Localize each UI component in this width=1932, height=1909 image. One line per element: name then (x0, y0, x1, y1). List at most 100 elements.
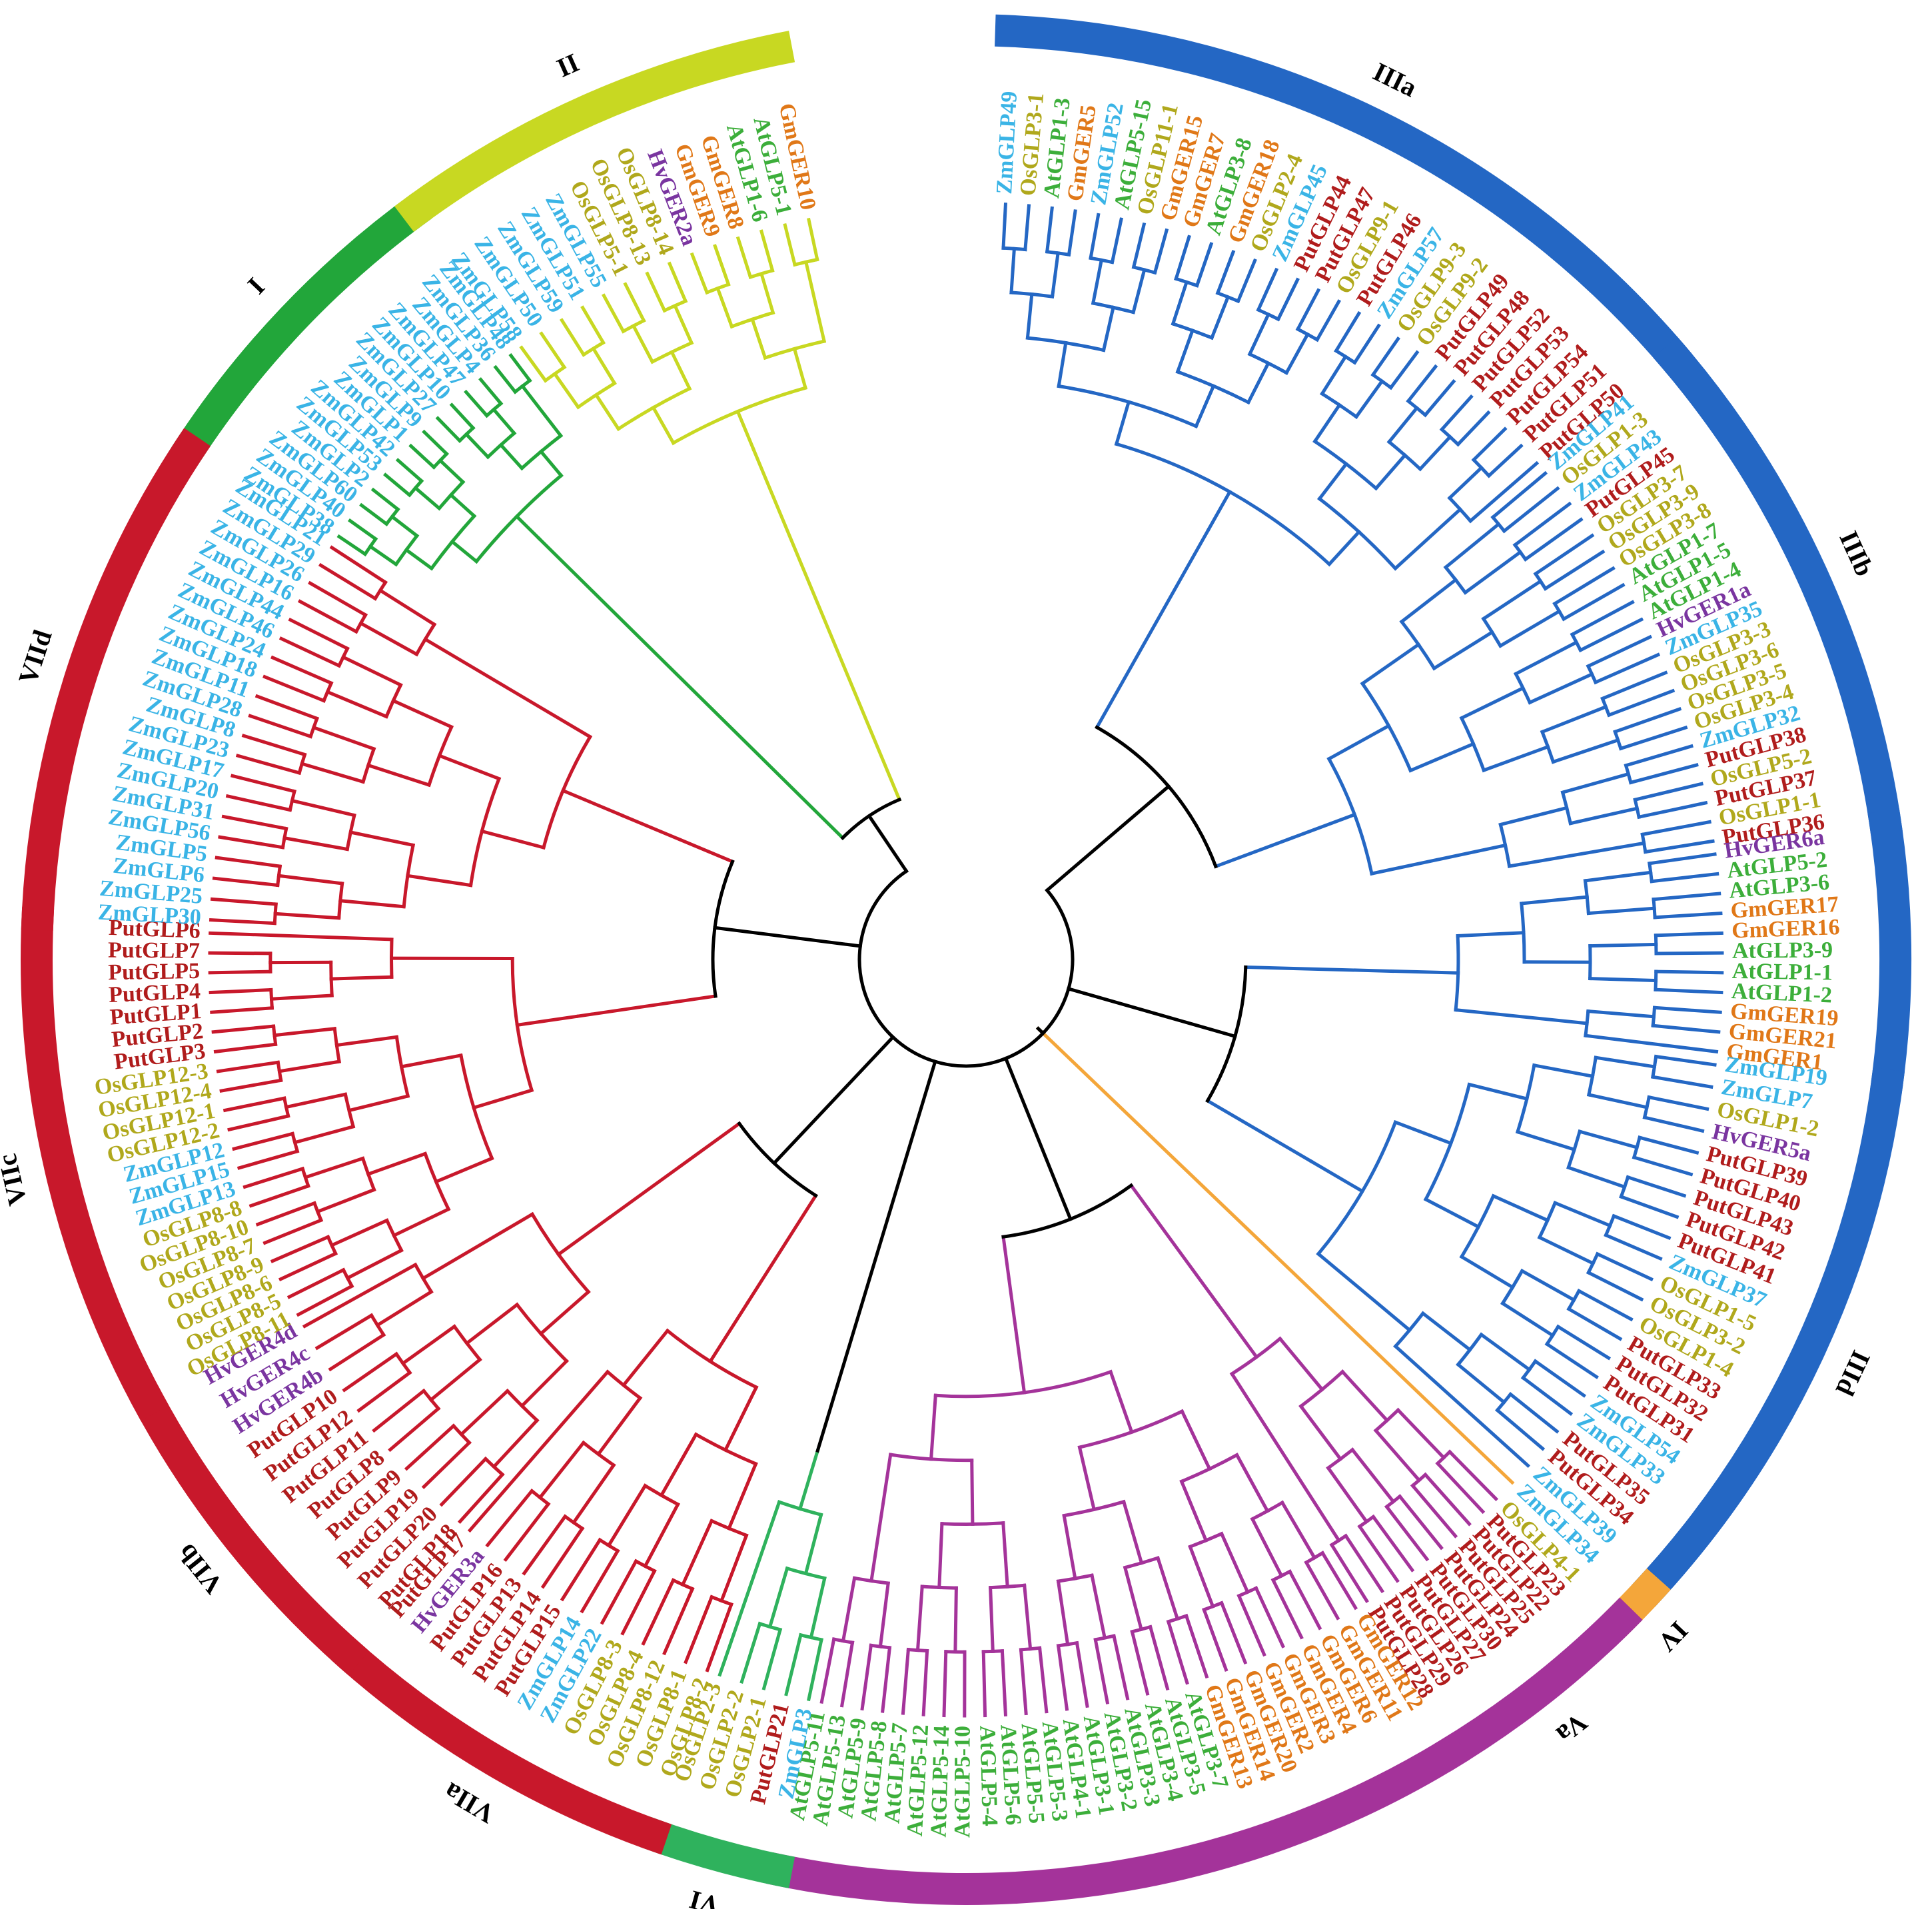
tree-branch (1101, 305, 1116, 352)
tree-branch (1236, 258, 1257, 304)
tree-branch (1632, 1155, 1693, 1177)
tree-branch (1288, 812, 1357, 841)
tree-branch (395, 458, 424, 484)
tree-branch (1648, 852, 1717, 866)
tree-branch (901, 1647, 911, 1715)
tree-branch (348, 518, 378, 542)
tree-branch (1320, 1551, 1358, 1610)
tree-branch (1206, 489, 1232, 532)
tree-branch (458, 1388, 510, 1437)
clade-arc (21, 428, 211, 931)
tree-branch (413, 485, 442, 511)
tree-branch (491, 407, 517, 436)
tree-branches (208, 202, 1724, 1718)
leaf-label: AtGLP5-14 (927, 1725, 955, 1838)
tree-branch (1075, 1640, 1089, 1708)
tree-branch (713, 926, 863, 948)
tree-branch (262, 674, 326, 703)
tree-branch (1584, 1033, 1719, 1054)
tree-branch (1066, 986, 1237, 1039)
tree-branch (713, 244, 731, 287)
tree-branch (580, 1549, 620, 1614)
tree-branch (278, 1251, 338, 1282)
tree-branch (270, 655, 334, 686)
tree-branch (1422, 1472, 1472, 1527)
tree-branch (1586, 1270, 1644, 1302)
tree-branch (784, 1632, 803, 1696)
leaf-label: PutGLP5 (108, 959, 201, 985)
tree-branch (457, 1472, 505, 1525)
tree-branch (358, 621, 419, 657)
clade-arc (640, 1816, 795, 1888)
tree-branch (596, 1395, 643, 1457)
tree-branch (1633, 782, 1704, 802)
tree-branch (881, 1646, 892, 1713)
tree-branch (1527, 672, 1594, 705)
tree-branch (1110, 217, 1123, 265)
tree-branch (1512, 501, 1572, 548)
tree-branch (1537, 1235, 1596, 1266)
tree-branch (1566, 1165, 1627, 1189)
clade-arcs (21, 14, 1911, 1905)
tree-branch (1508, 1391, 1560, 1434)
tree-branch (1350, 1447, 1396, 1505)
tree-branch (434, 1156, 494, 1184)
clade-label: IIIb (1833, 526, 1880, 580)
tree-branch (1246, 360, 1271, 405)
tree-branch (1467, 1082, 1529, 1101)
tree-branch (408, 443, 436, 470)
tree-branch (1586, 906, 1656, 916)
tree-branch (716, 286, 734, 329)
tree-branch (1370, 336, 1400, 377)
tree-branch (508, 352, 532, 383)
clade-arc (1653, 336, 1903, 836)
tree-branch (559, 318, 586, 357)
clade-label: VI (686, 1884, 723, 1909)
tree-branch (539, 331, 567, 370)
tree-branch (1057, 340, 1068, 388)
tree-branch (1651, 1075, 1713, 1089)
tree-branch (435, 416, 462, 443)
tree-branch (591, 346, 617, 386)
tree-branch (1422, 378, 1456, 418)
tree-branch (1393, 1119, 1454, 1146)
tree-branch (575, 994, 718, 1019)
leaf-label: AtGLP3-9 (1732, 938, 1833, 963)
tree-branch (1213, 836, 1293, 869)
tree-branch (1194, 384, 1216, 428)
tree-branch (1533, 533, 1595, 576)
tree-branch (1254, 1586, 1286, 1648)
tree-branch (1112, 1634, 1130, 1700)
tree-branch (1406, 364, 1438, 404)
tree-branch (1586, 1009, 1656, 1019)
clade-label: IIIa (1368, 57, 1422, 103)
tree-branch (428, 1357, 482, 1403)
tree-branch (269, 993, 334, 1001)
tree-branch (485, 1489, 534, 1548)
tree-branch (767, 1566, 789, 1629)
tree-branch (1148, 1624, 1170, 1691)
tree-branch (807, 1637, 823, 1702)
tree-branch (273, 912, 341, 920)
tree-branch (248, 714, 313, 739)
tree-branch (869, 1453, 893, 1583)
tree-branch (1654, 951, 1724, 955)
tree-branch (1443, 522, 1501, 570)
tree-branch (1056, 1579, 1070, 1646)
tree-branch (1090, 1573, 1107, 1640)
tree-branch (1588, 977, 1658, 983)
tree-branch (1468, 460, 1540, 524)
tree-branch (210, 897, 278, 906)
tree-branch (1312, 402, 1342, 444)
tree-branch (1490, 470, 1548, 520)
tree-branch (857, 868, 1075, 1068)
tree-branch (594, 392, 621, 432)
tree-branch (759, 229, 775, 273)
tree-branch (1067, 209, 1077, 257)
tree-branch (391, 1207, 451, 1238)
tree-branch (1219, 1531, 1250, 1594)
tree-branch (580, 305, 606, 345)
tree-branch (839, 1640, 855, 1708)
tree-branch (1270, 1577, 1304, 1640)
